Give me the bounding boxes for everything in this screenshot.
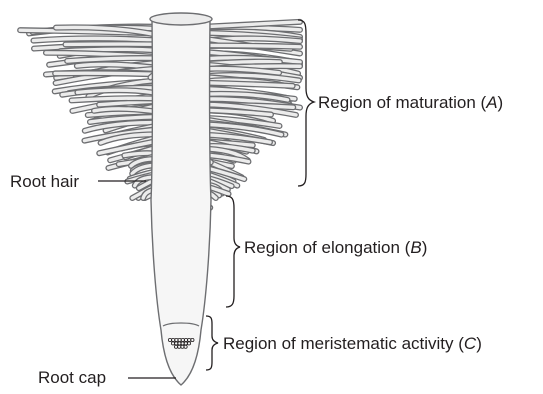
- root-body: [151, 20, 211, 385]
- label-meristematic: Region of meristematic activity (C): [223, 335, 482, 352]
- brace-elongation: [226, 196, 240, 307]
- brace-meristematic: [206, 316, 218, 370]
- label-root-cap: Root cap: [38, 369, 106, 386]
- root-hair-fill: [55, 73, 159, 74]
- label-maturation: Region of maturation (A): [318, 94, 503, 111]
- label-root-hair: Root hair: [10, 173, 79, 190]
- label-elongation: Region of elongation (B): [244, 239, 427, 256]
- root-top-cut: [150, 13, 212, 25]
- root-hair-fill: [204, 45, 300, 46]
